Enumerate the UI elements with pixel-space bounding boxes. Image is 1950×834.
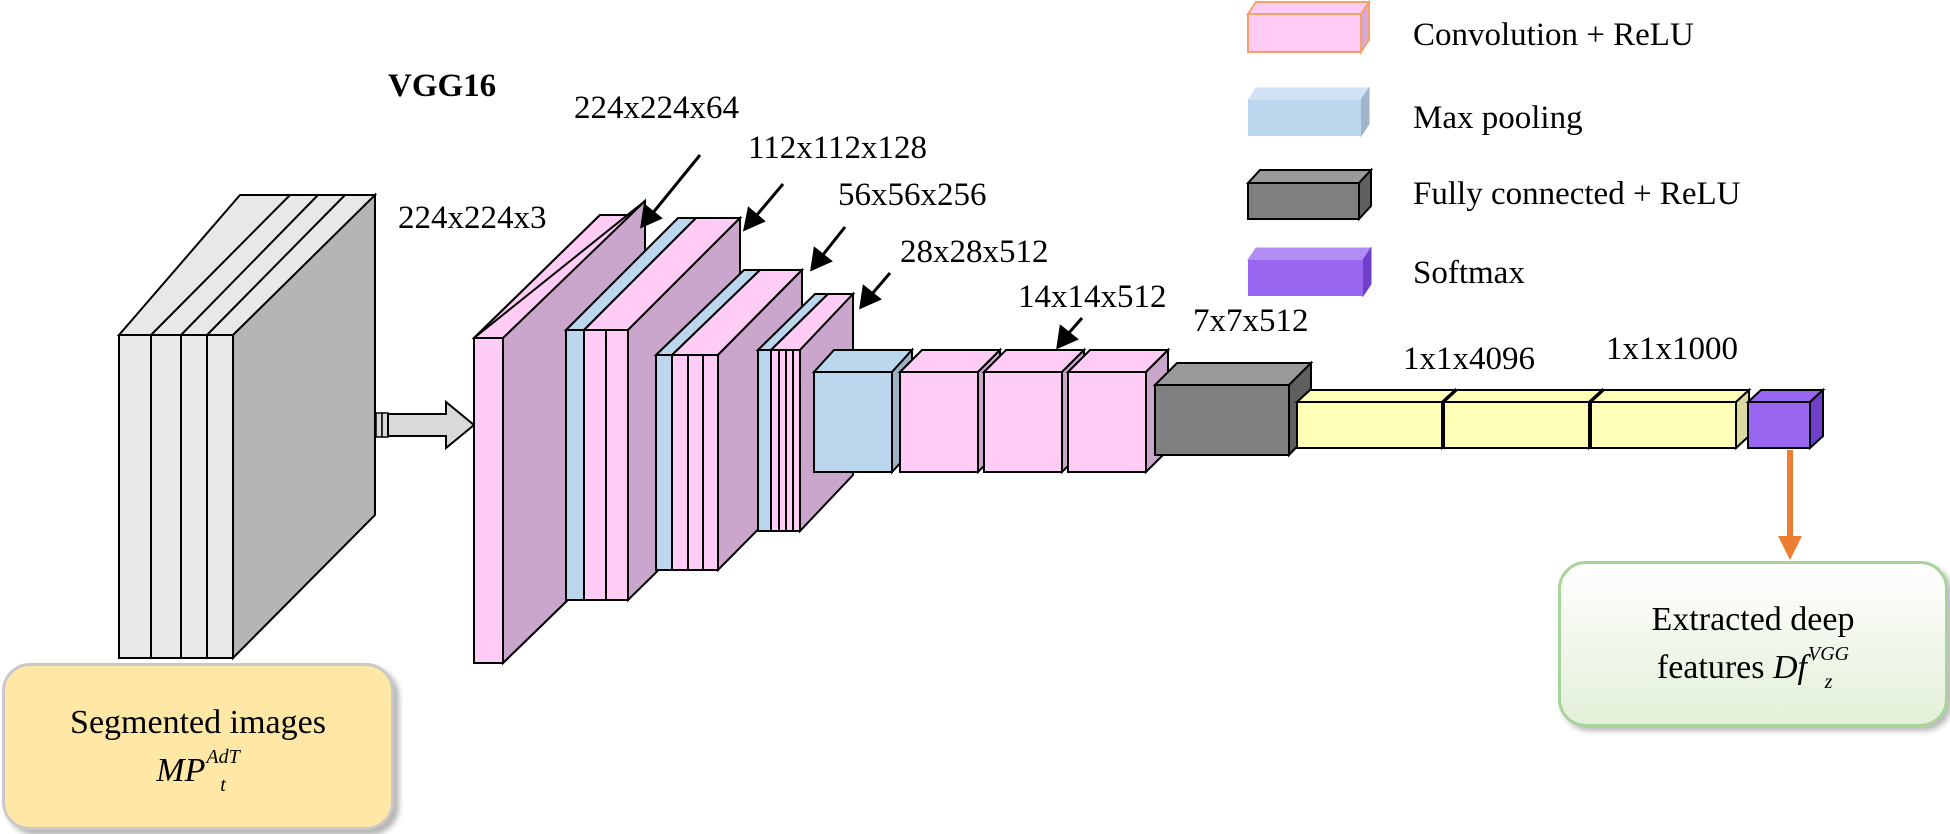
softmax-layer — [1745, 387, 1826, 451]
layer-label-pool5: 7x7x512 — [1193, 303, 1309, 339]
layer-label-conv4: 28x28x512 — [900, 234, 1049, 270]
input-image-stack — [116, 192, 378, 661]
layer-label-conv1: 224x224x64 — [574, 90, 739, 126]
legend-swatch-pool — [1247, 86, 1370, 138]
layer-label-conv2: 112x112x128 — [748, 130, 927, 166]
legend-label-fc: Fully connected + ReLU — [1413, 176, 1741, 212]
layer-label-fc: 1x1x4096 — [1403, 341, 1535, 377]
layer-label-conv3: 56x56x256 — [838, 177, 987, 213]
pool-block-4 — [811, 347, 915, 475]
legend: Convolution + ReLU Max pooling Fully con… — [1245, 0, 1741, 298]
legend-label-pool: Max pooling — [1413, 100, 1583, 136]
segmented-images-label: Segmented images — [70, 703, 326, 741]
pool-block-5 — [1152, 360, 1314, 458]
dense-layer-3 — [1588, 387, 1752, 451]
diagram-title: VGG16 — [388, 68, 496, 104]
input-size-label: 224x224x3 — [398, 200, 547, 236]
output-arrow — [1778, 450, 1802, 560]
layer-label-fc3: 1x1x1000 — [1606, 331, 1738, 367]
pointer-arrows — [640, 154, 1084, 350]
legend-label-conv: Convolution + ReLU — [1413, 17, 1694, 53]
legend-label-softmax: Softmax — [1413, 255, 1525, 291]
layer-label-conv5: 14x14x512 — [1018, 279, 1167, 315]
legend-swatch-conv — [1246, 0, 1371, 56]
input-arrow — [375, 399, 476, 451]
legend-swatch-softmax — [1247, 246, 1372, 298]
conv-block-5-c — [1065, 347, 1171, 475]
legend-swatch-fc — [1245, 167, 1374, 222]
dense-layer-2 — [1441, 387, 1605, 451]
dense-layer-1 — [1294, 387, 1458, 451]
extracted-features-line1: Extracted deep — [1651, 601, 1855, 639]
